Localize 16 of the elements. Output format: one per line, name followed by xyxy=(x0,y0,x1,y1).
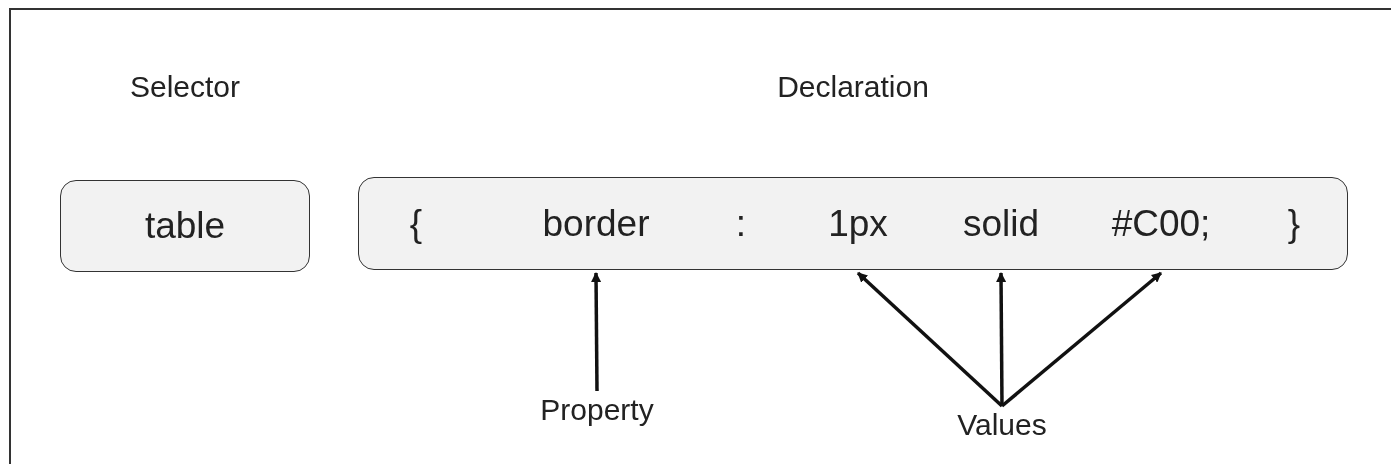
selector-box: table xyxy=(60,180,310,272)
value-text: solid xyxy=(962,202,1040,245)
arrow xyxy=(856,271,1004,408)
label-text: Values xyxy=(957,408,1047,442)
property-text: border xyxy=(542,202,650,245)
value-text: 1px xyxy=(828,202,888,245)
arrow xyxy=(591,272,602,391)
brace-text: { xyxy=(409,202,423,245)
value-text: #C00; xyxy=(1111,202,1211,245)
colon-text: : xyxy=(735,202,747,245)
selector-heading: Selector xyxy=(128,70,242,104)
arrow xyxy=(1000,271,1163,408)
brace-text: } xyxy=(1287,202,1301,245)
declaration-heading: Declaration xyxy=(776,70,930,104)
label-text: Property xyxy=(540,393,654,427)
arrow xyxy=(996,272,1007,406)
